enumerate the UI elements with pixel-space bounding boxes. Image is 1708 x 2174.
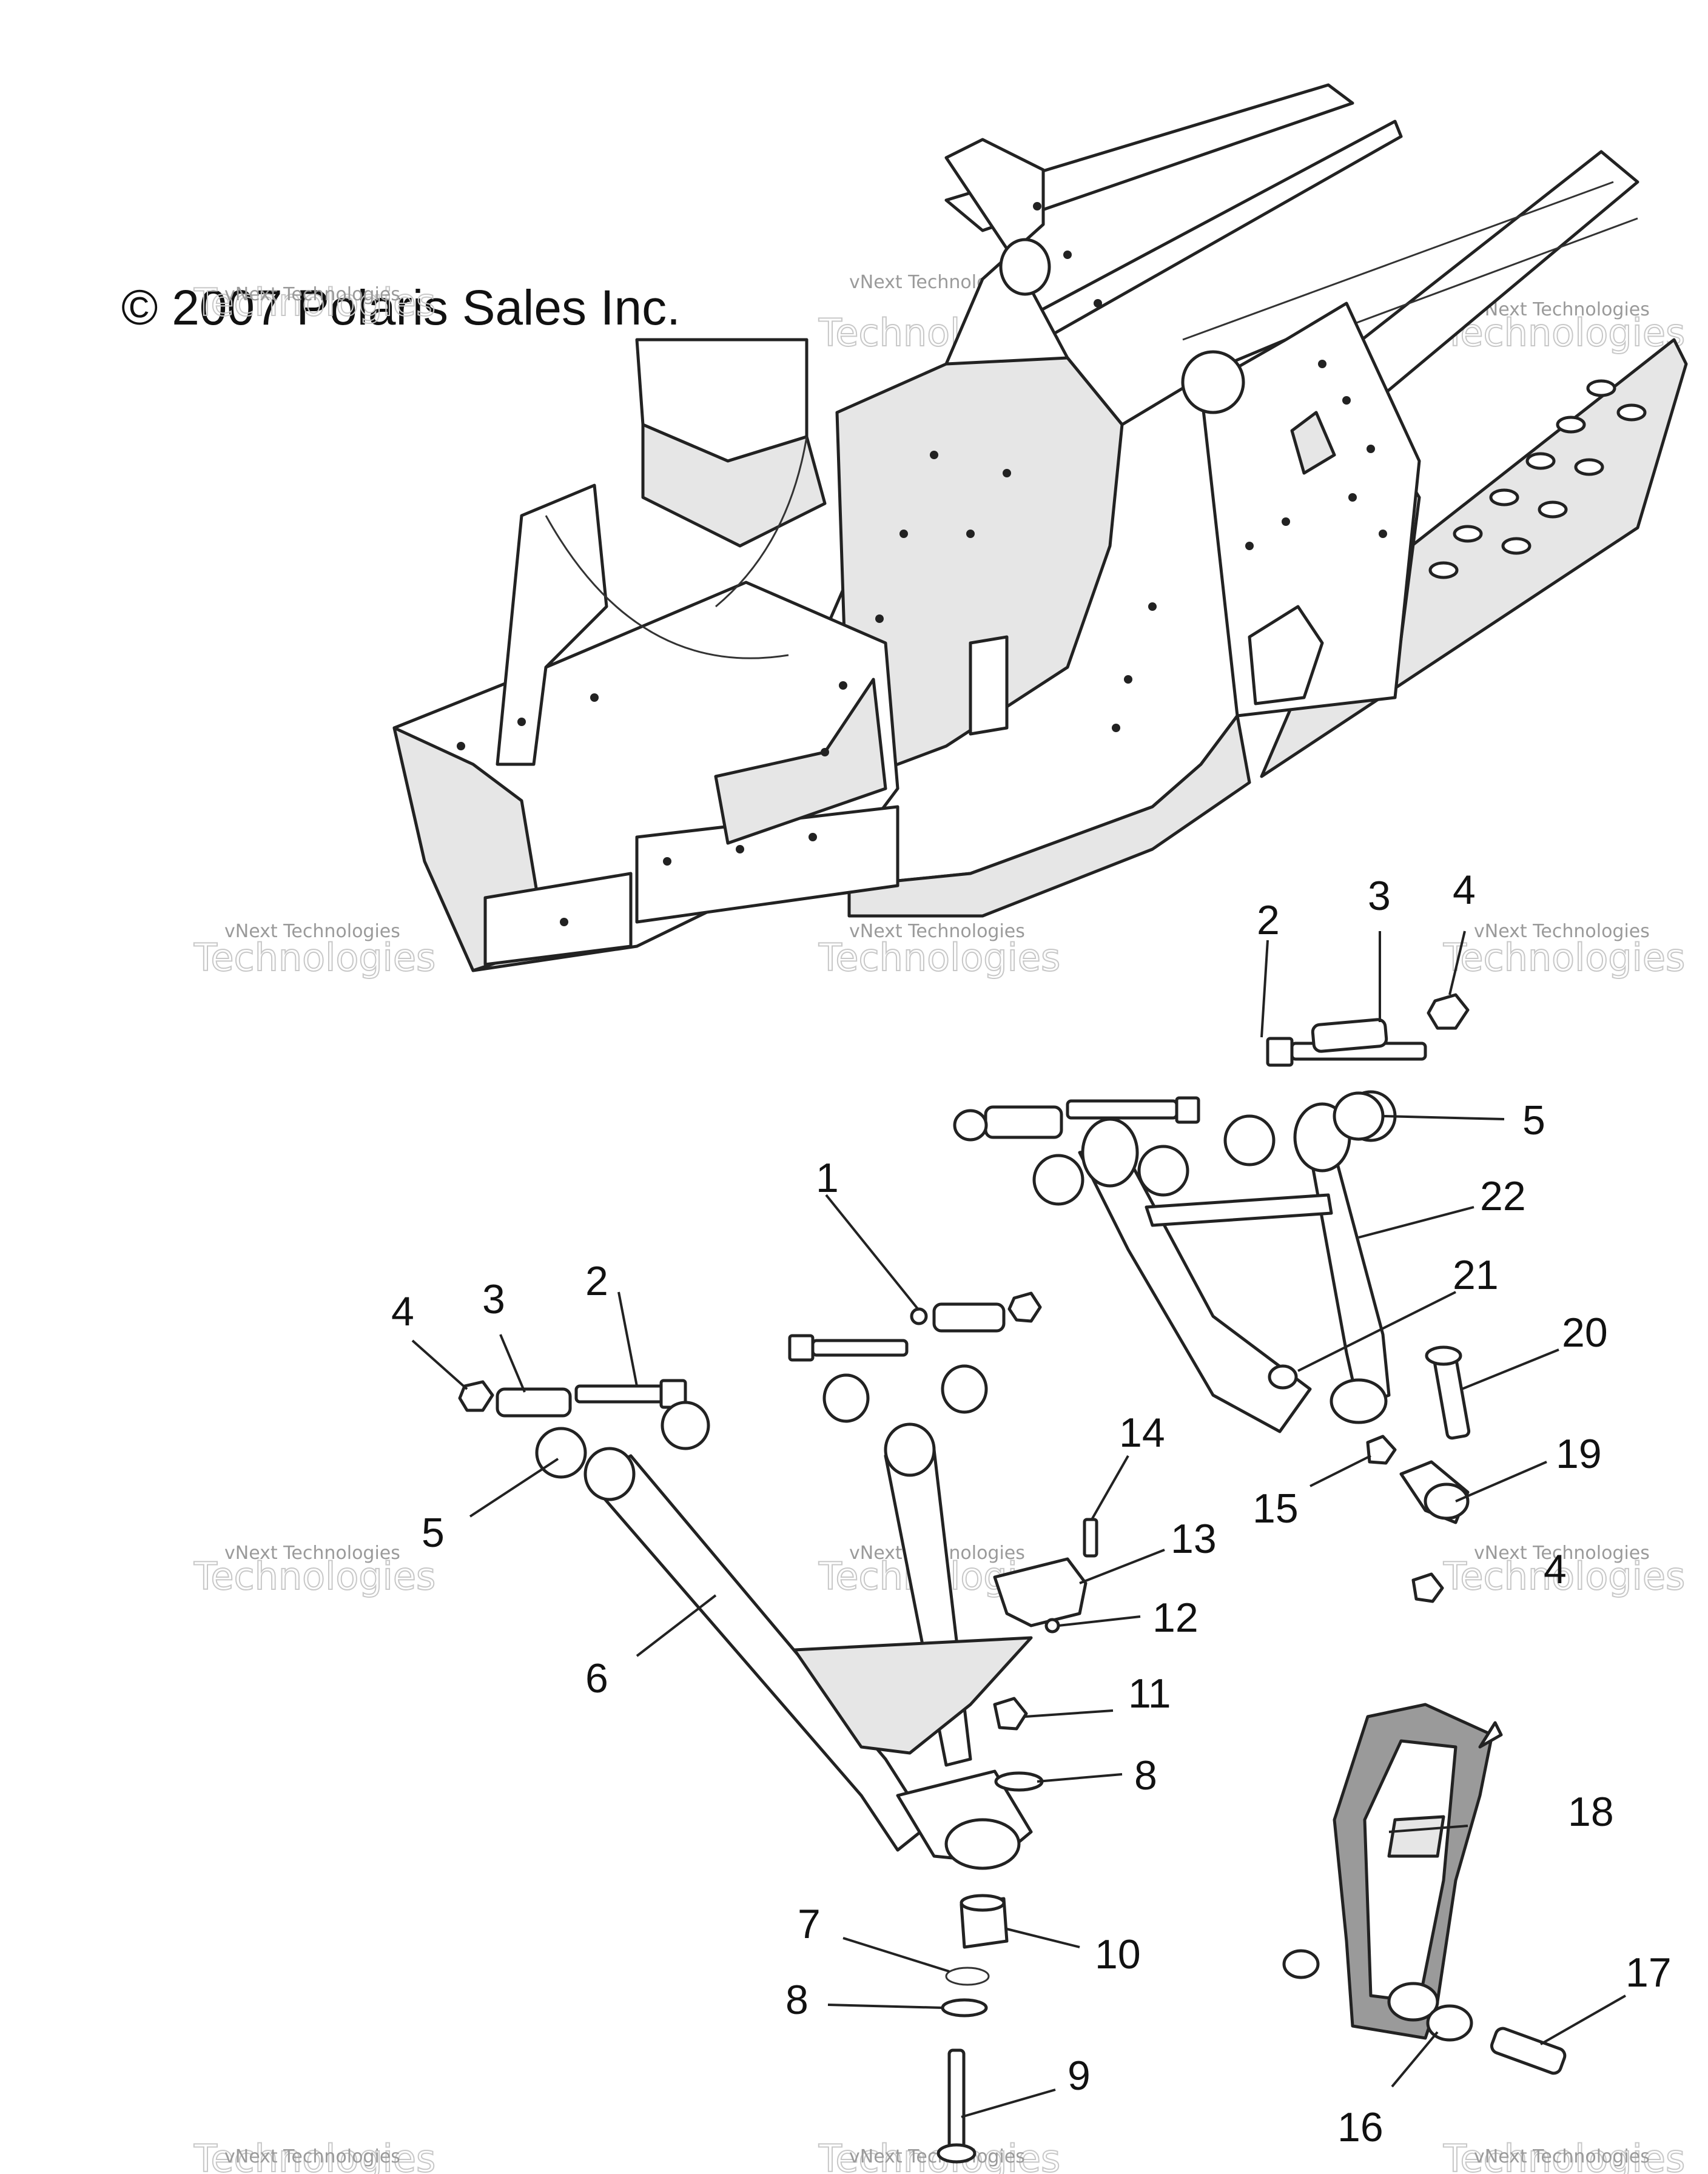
label-10: 10 bbox=[1095, 1931, 1141, 1977]
svg-text:Technologies: Technologies bbox=[193, 935, 435, 980]
watermark: Technologies vNext Technologies bbox=[818, 921, 1061, 980]
label-11: 11 bbox=[1128, 1671, 1171, 1717]
label-14: 14 bbox=[1119, 1410, 1165, 1456]
label-17: 17 bbox=[1626, 1950, 1672, 1996]
svg-text:Technologies: Technologies bbox=[818, 935, 1060, 980]
watermark: Technologies vNext Technologies bbox=[1442, 1543, 1686, 1599]
svg-text:vNext Technologies: vNext Technologies bbox=[224, 921, 400, 942]
label-15: 15 bbox=[1252, 1486, 1299, 1532]
watermark: Technologies vNext Technologies bbox=[193, 280, 436, 325]
svg-text:Technologies: Technologies bbox=[193, 1554, 435, 1598]
chassis-holes bbox=[457, 202, 1387, 926]
spindle bbox=[1282, 1703, 1567, 2075]
svg-text:vNext Technologies: vNext Technologies bbox=[1474, 1543, 1650, 1564]
svg-text:vNext Technologies: vNext Technologies bbox=[849, 2146, 1025, 2167]
label-20: 20 bbox=[1562, 1310, 1608, 1356]
svg-text:vNext Technologies: vNext Technologies bbox=[224, 1543, 400, 1564]
lower-a-arm bbox=[583, 1422, 1033, 1870]
svg-text:Technologies: Technologies bbox=[1443, 1554, 1685, 1598]
spindle-hardware bbox=[1268, 1345, 1471, 1603]
svg-text:vNext Technologies: vNext Technologies bbox=[1474, 921, 1650, 942]
label-4-left: 4 bbox=[391, 1288, 414, 1334]
label-6: 6 bbox=[585, 1655, 608, 1701]
svg-text:Technologies: Technologies bbox=[1443, 935, 1685, 980]
svg-text:Technologies: Technologies bbox=[193, 280, 435, 325]
copyright-text: © 2007 Polaris Sales Inc. bbox=[121, 280, 681, 335]
upper-hardware bbox=[953, 993, 1470, 1206]
watermark: Technologies vNext Technologies bbox=[193, 921, 436, 980]
label-3-top: 3 bbox=[1368, 873, 1391, 919]
label-13: 13 bbox=[1171, 1516, 1217, 1562]
label-9: 9 bbox=[1068, 2053, 1091, 2099]
watermark: Technologies vNext Technologies bbox=[193, 2136, 436, 2174]
label-2-top: 2 bbox=[1257, 897, 1280, 943]
label-5-left: 5 bbox=[422, 1510, 445, 1556]
callout-labels: 1 2 3 4 2 3 4 5 5 6 7 8 8 9 10 11 12 13 … bbox=[391, 867, 1672, 2150]
label-18: 18 bbox=[1568, 1789, 1614, 1835]
svg-text:vNext Technologies: vNext Technologies bbox=[1474, 2146, 1650, 2167]
label-8-upper: 8 bbox=[1134, 1752, 1157, 1799]
label-1-upper: 1 bbox=[816, 1155, 839, 1201]
label-5-right: 5 bbox=[1522, 1097, 1545, 1143]
label-4-top: 4 bbox=[1453, 867, 1476, 913]
label-7: 7 bbox=[798, 1901, 821, 1947]
svg-text:vNext Technologies: vNext Technologies bbox=[849, 921, 1025, 942]
svg-text:Technologies: Technologies bbox=[1443, 2136, 1685, 2174]
label-22: 22 bbox=[1480, 1173, 1526, 1219]
svg-text:vNext Technologies: vNext Technologies bbox=[1474, 299, 1650, 320]
upper-a-arm bbox=[1078, 1102, 1391, 1433]
chassis-bulkhead bbox=[392, 83, 1688, 972]
label-3-left: 3 bbox=[482, 1276, 505, 1322]
label-16: 16 bbox=[1337, 2104, 1384, 2150]
watermark: Technologies vNext Technologies bbox=[193, 1543, 436, 1599]
label-4-right: 4 bbox=[1544, 1546, 1567, 1592]
label-21: 21 bbox=[1453, 1252, 1499, 1298]
svg-text:Technologies: Technologies bbox=[1443, 311, 1685, 355]
label-2-left: 2 bbox=[585, 1258, 608, 1304]
svg-text:vNext Technologies: vNext Technologies bbox=[224, 284, 400, 305]
heat-exchanger bbox=[1428, 379, 1647, 579]
watermark: Technologies vNext Technologies bbox=[1442, 921, 1686, 980]
watermark: Technologies vNext Technologies bbox=[1442, 299, 1686, 355]
lower-hardware bbox=[458, 1291, 1098, 2164]
svg-text:vNext Technologies: vNext Technologies bbox=[224, 2146, 400, 2167]
label-8-lower: 8 bbox=[785, 1977, 809, 2023]
leader-lines bbox=[411, 931, 1626, 2118]
watermark: Technologies vNext Technologies bbox=[1442, 2136, 1686, 2174]
svg-text:Technologies: Technologies bbox=[193, 2136, 435, 2174]
label-19: 19 bbox=[1556, 1431, 1602, 1477]
label-12: 12 bbox=[1152, 1595, 1199, 1641]
